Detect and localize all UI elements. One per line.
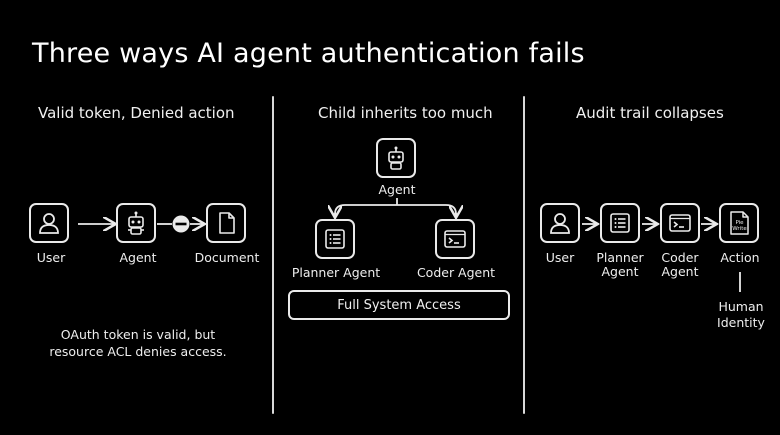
coder-agent-label: Coder Agent [416,265,496,280]
branch-agent-children [334,204,457,215]
action-icon-text-2: Write [732,226,747,232]
agent-label: Agent [119,250,157,265]
terminal-icon [444,230,466,248]
panel2-heading: Child inherits too much [318,104,493,122]
user-node [29,203,69,243]
list-icon [325,229,345,249]
note-line-2: resource ACL denies access. [49,344,227,359]
panel1-heading: Valid token, Denied action [38,104,235,122]
agent-node [116,203,156,243]
note-line-1: OAuth token is valid, but [60,327,216,342]
divider-right [523,96,525,414]
panel3-heading: Audit trail collapses [576,104,724,122]
page-title: Three ways AI agent authentication fails [32,38,585,69]
blocked-icon [172,215,190,233]
document-label: Document [194,250,260,265]
document-node [206,203,246,243]
terminal-icon [669,214,691,232]
root-agent-label: Agent [378,182,416,197]
robot-icon [128,211,144,235]
p3-action-node: Pie Write [719,203,759,243]
document-icon: Pie Write [730,211,749,235]
p3-user-node [540,203,580,243]
user-icon [39,213,59,234]
human-identity-label: Human Identity [717,299,765,330]
document-icon [219,212,235,234]
divider-left [272,96,274,414]
coder-agent-node [435,219,475,259]
planner-agent-node [315,219,355,259]
planner-agent-label: Planner Agent [291,265,381,280]
root-agent-node [376,138,416,178]
p3-action-label: Action [720,250,760,265]
panel1-note: OAuth token is valid, but resource ACL d… [28,326,248,360]
p3-planner-label: Planner Agent [596,250,644,279]
user-label: User [36,250,66,265]
full-system-access-box: Full System Access [288,290,510,320]
list-icon [610,213,630,233]
p3-user-label: User [545,250,575,265]
p3-planner-node [600,203,640,243]
action-icon-text-1: Pie [735,220,744,226]
robot-icon [388,146,404,170]
user-icon [550,213,570,234]
p3-coder-node [660,203,700,243]
p3-coder-label: Coder Agent [661,250,699,279]
